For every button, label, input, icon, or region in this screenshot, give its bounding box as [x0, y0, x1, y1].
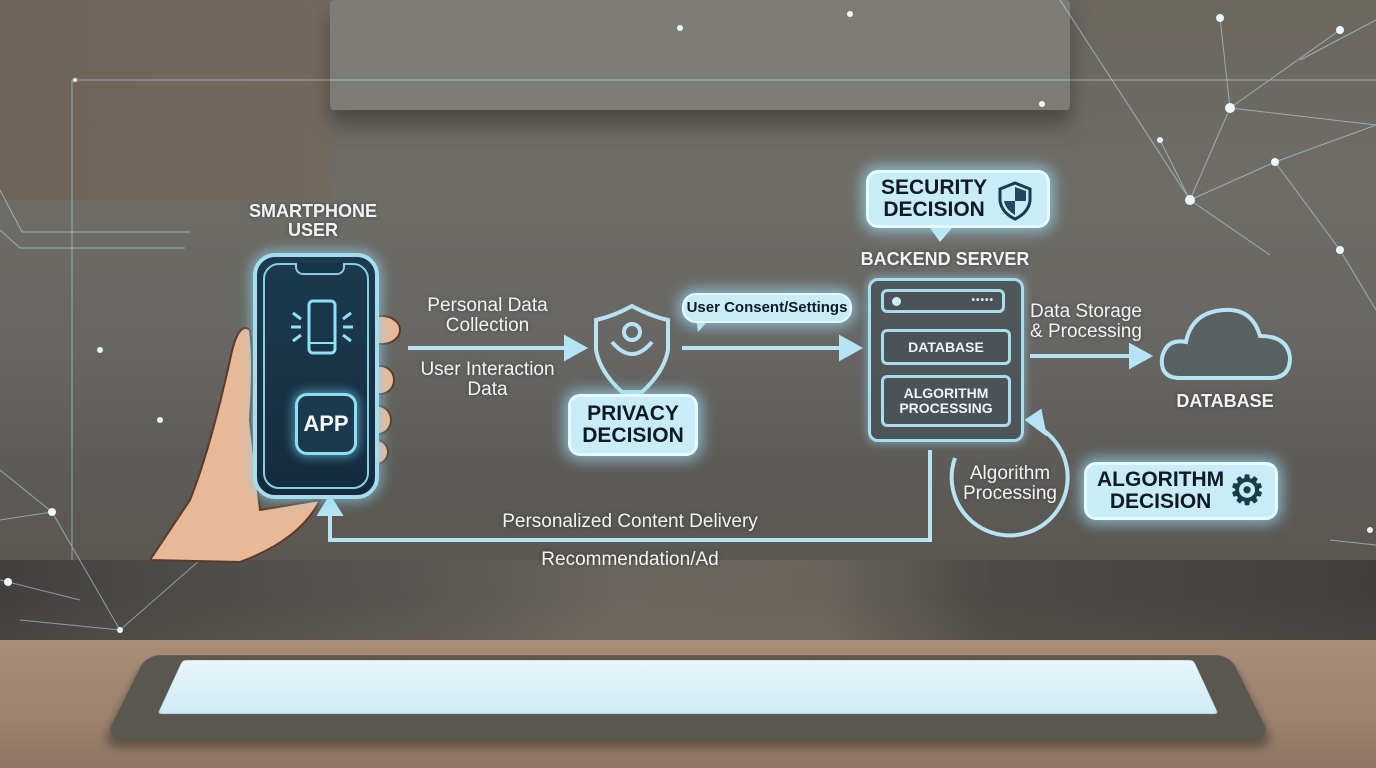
- line1: ALGORITHM: [1097, 467, 1225, 491]
- data-storage-label: Data Storage & Processing: [1030, 302, 1150, 342]
- recommendation-label: Recommendation/Ad: [541, 549, 719, 570]
- background-whiteboard: [330, 0, 1070, 110]
- title-line2: USER: [287, 219, 338, 240]
- phone-screen: APP: [263, 263, 369, 489]
- background-classroom: [0, 560, 1376, 640]
- line2: PROCESSING: [899, 400, 993, 416]
- cloud-database-label: DATABASE: [1176, 391, 1274, 411]
- title-line1: SMARTPHONE: [248, 201, 377, 221]
- privacy-shield-icon: [594, 303, 670, 394]
- line1: PRIVACY: [587, 401, 679, 425]
- server-rack-row: •••••: [881, 289, 1005, 313]
- line1: ALGORITHM: [903, 385, 989, 402]
- cloud-icon: [1159, 307, 1293, 380]
- server-led-icon: [892, 296, 901, 306]
- algorithm-processing-loop-label: Algorithm Processing: [955, 464, 1065, 504]
- line2: Collection: [445, 314, 530, 336]
- server-vent-icon: •••••: [971, 294, 994, 306]
- personalized-content-label: Personalized Content Delivery: [502, 511, 758, 532]
- line1: Personal Data: [427, 295, 548, 316]
- line1: User Interaction: [420, 359, 555, 380]
- line2: Data: [467, 378, 508, 400]
- line2: & Processing: [1030, 320, 1142, 342]
- personal-data-label: Personal Data Collection: [410, 296, 565, 336]
- gear-icon: ⚙: [1229, 469, 1265, 513]
- phone-notch: [295, 263, 345, 275]
- shield-icon: [998, 181, 1032, 221]
- line1: Data Storage: [1030, 301, 1142, 322]
- phone-vibrate-icon: [291, 299, 353, 355]
- server-database-row: DATABASE: [881, 329, 1011, 365]
- line1: SECURITY: [881, 175, 988, 199]
- line2: DECISION: [582, 424, 684, 447]
- line2: DECISION: [1109, 490, 1212, 513]
- smartphone-user-title: SMARTPHONE USER: [238, 202, 388, 240]
- backend-server-title: BACKEND SERVER: [860, 249, 1030, 269]
- background-wall: [0, 0, 330, 200]
- user-interaction-label: User Interaction Data: [410, 360, 565, 400]
- line2: DECISION: [883, 198, 985, 221]
- line2: Processing: [963, 482, 1057, 504]
- line1: Algorithm: [969, 463, 1051, 484]
- user-consent-bubble: User Consent/Settings: [682, 293, 852, 323]
- smartphone: APP: [253, 253, 379, 499]
- app-button: APP: [295, 393, 357, 455]
